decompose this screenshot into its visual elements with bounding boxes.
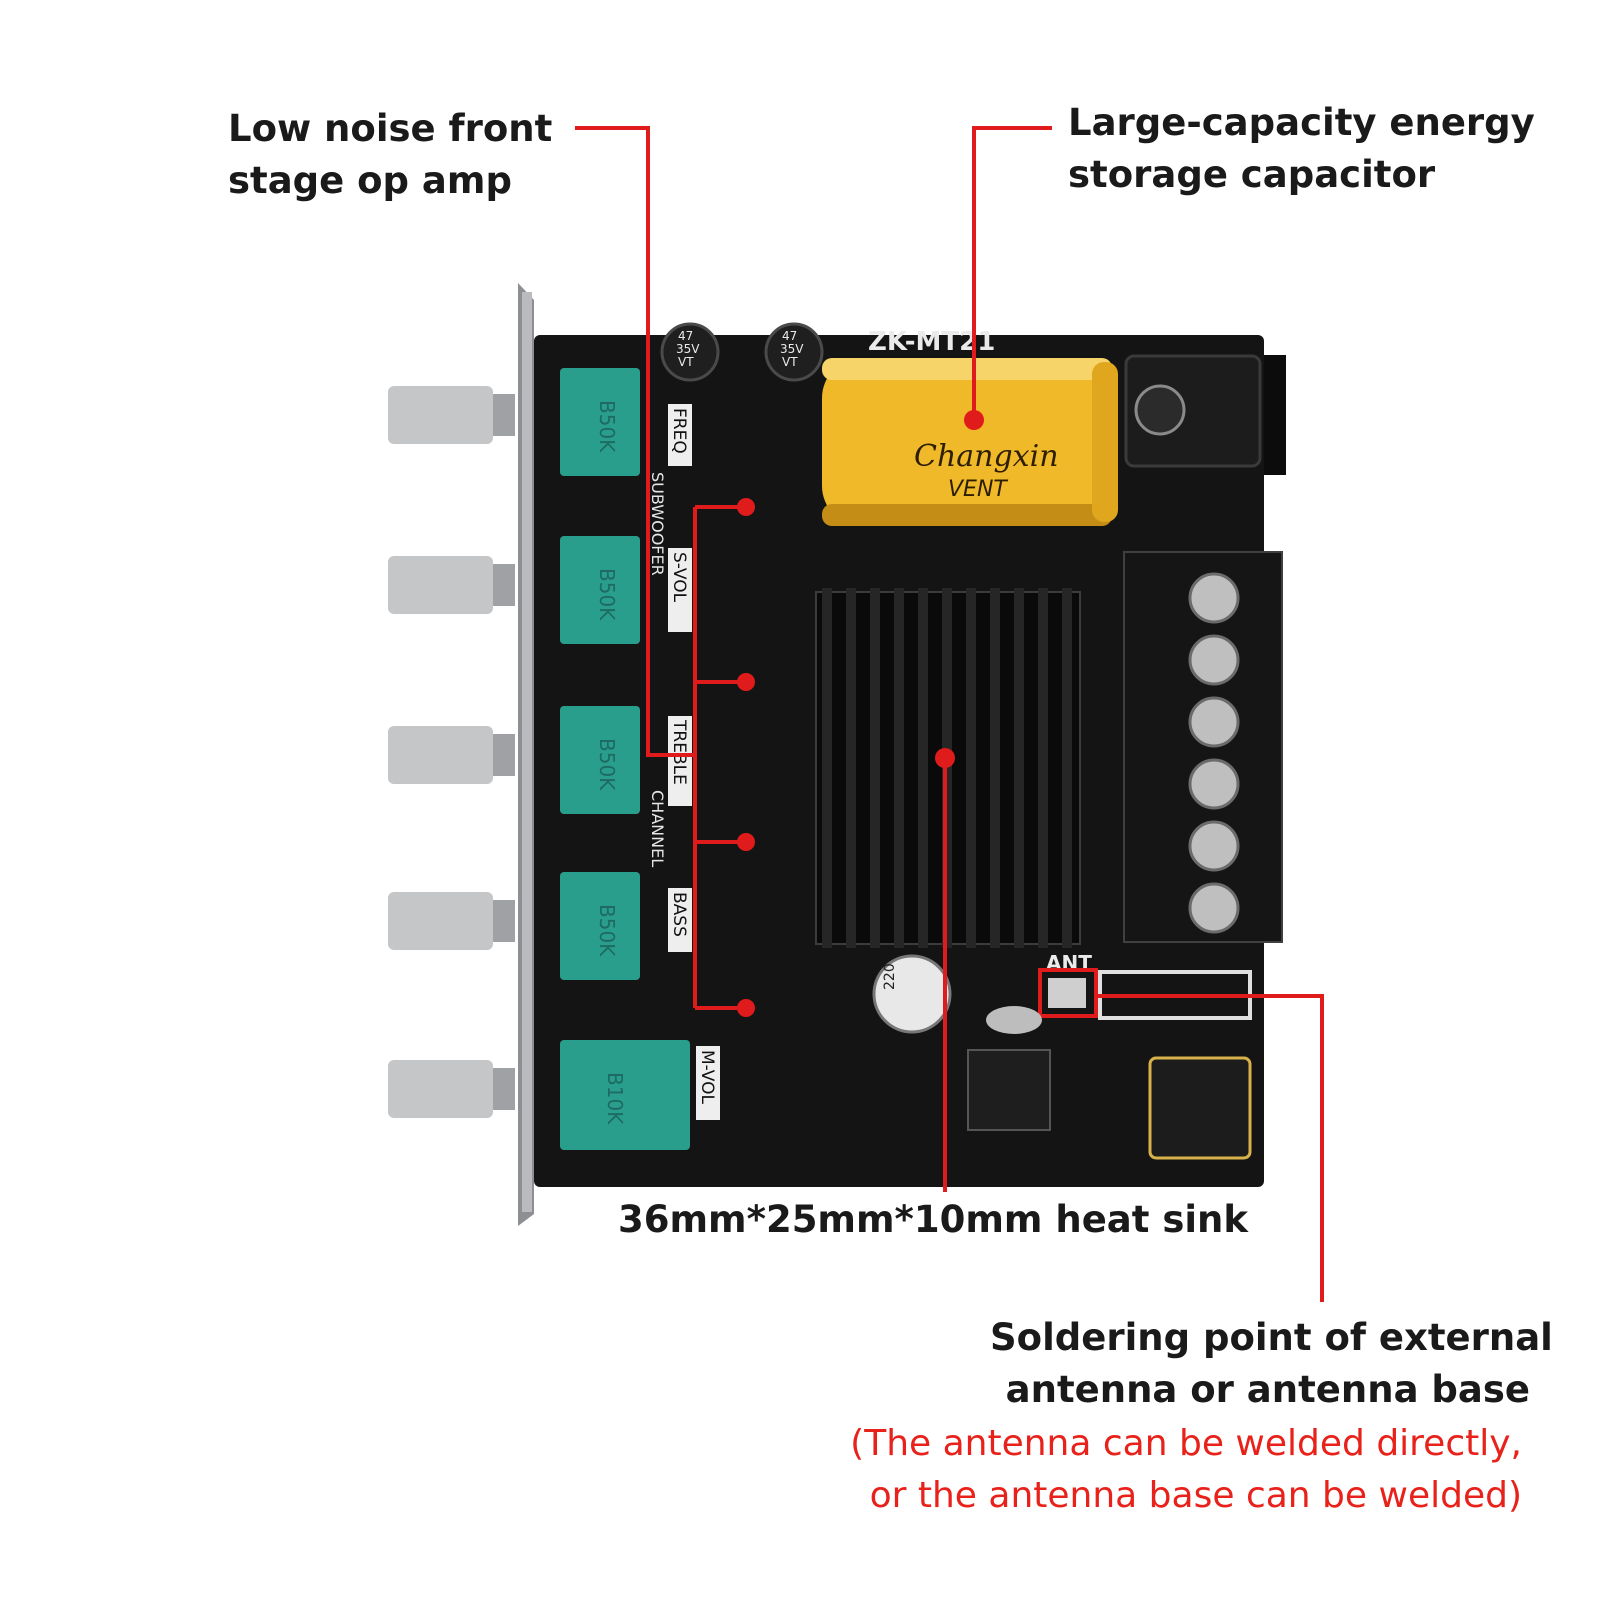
knob-2: B50K	[388, 536, 640, 644]
callout-antenna: Soldering point of external antenna or a…	[990, 1312, 1553, 1416]
leader-dots	[737, 410, 984, 1017]
callout-heatsink-line: 36mm*25mm*10mm heat sink	[618, 1198, 1248, 1241]
pot-label-3: B50K	[595, 738, 619, 791]
knob-5: B10K	[388, 1040, 690, 1150]
callout-antenna-note-line-2: or the antenna base can be welded)	[869, 1475, 1522, 1516]
pot-label-4: B50K	[595, 904, 619, 957]
label-bass: BASS	[669, 892, 689, 937]
svg-text:47: 47	[782, 329, 797, 343]
capacitor-220: 220	[872, 954, 952, 1034]
leader-capacitor	[972, 126, 1052, 420]
knob-3: B50K	[388, 706, 640, 814]
terminal-block	[1123, 551, 1283, 943]
callout-antenna-line-1: Soldering point of external	[990, 1316, 1553, 1359]
heat-sink	[815, 588, 1081, 948]
small-capacitor-2: 47 35V VT	[764, 322, 824, 382]
callout-capacitor-line-2: storage capacitor	[1068, 153, 1436, 196]
front-panel	[518, 283, 534, 1226]
large-capacitor: Changxin VENT	[822, 358, 1118, 526]
callout-capacitor-line-1: Large-capacity energy	[1068, 101, 1535, 144]
callout-capacitor: Large-capacity energy storage capacitor	[1068, 97, 1535, 201]
svg-text:VT: VT	[678, 355, 694, 369]
svg-text:35V: 35V	[780, 342, 804, 356]
terminal-screws	[1188, 572, 1240, 934]
label-freq: FREQ	[669, 408, 689, 454]
dc-jack	[1124, 354, 1262, 468]
callout-opamp-line-1: Low noise front	[228, 107, 553, 150]
label-channel: CHANNEL	[648, 790, 667, 867]
callout-antenna-line-2: antenna or antenna base	[1005, 1368, 1530, 1411]
label-subwoofer: SUBWOOFER	[648, 472, 667, 576]
knob-1: B50K	[388, 368, 640, 476]
label-treble: TREBLE	[669, 719, 689, 785]
callout-heatsink: 36mm*25mm*10mm heat sink	[618, 1194, 1248, 1246]
pot-label-2: B50K	[595, 568, 619, 621]
svg-text:35V: 35V	[676, 342, 700, 356]
silkscreen-labels: FREQ S-VOL TREBLE BASS M-VOL SUBWOOFER C…	[648, 404, 720, 1120]
leader-opamp	[575, 126, 695, 757]
callout-antenna-note: (The antenna can be welded directly, or …	[830, 1418, 1522, 1522]
audio-jack	[1148, 1056, 1252, 1160]
small-capacitor-1: 47 35V VT	[660, 322, 720, 382]
leader-antenna	[1096, 994, 1324, 1302]
bluetooth-ic	[967, 1006, 1051, 1131]
svg-text:VT: VT	[782, 355, 798, 369]
knob-4: B50K	[388, 872, 640, 980]
label-mvol: M-VOL	[697, 1050, 717, 1105]
svg-text:220: 220	[882, 963, 898, 990]
callout-opamp-line-2: stage op amp	[228, 159, 512, 202]
antenna-highlight-box	[1038, 968, 1098, 1018]
board-model: ZK-MT21	[868, 327, 995, 357]
pot-label-5: B10K	[603, 1072, 627, 1125]
capacitor-brand: Changxin	[914, 439, 1059, 474]
callout-antenna-note-line-1: (The antenna can be welded directly,	[850, 1423, 1522, 1464]
capacitor-vent: VENT	[948, 477, 1008, 502]
label-svol: S-VOL	[669, 552, 689, 603]
leader-lines	[575, 126, 1324, 1302]
callout-opamp: Low noise front stage op amp	[228, 103, 552, 207]
pot-label-1: B50K	[595, 400, 619, 453]
svg-text:47: 47	[678, 329, 693, 343]
